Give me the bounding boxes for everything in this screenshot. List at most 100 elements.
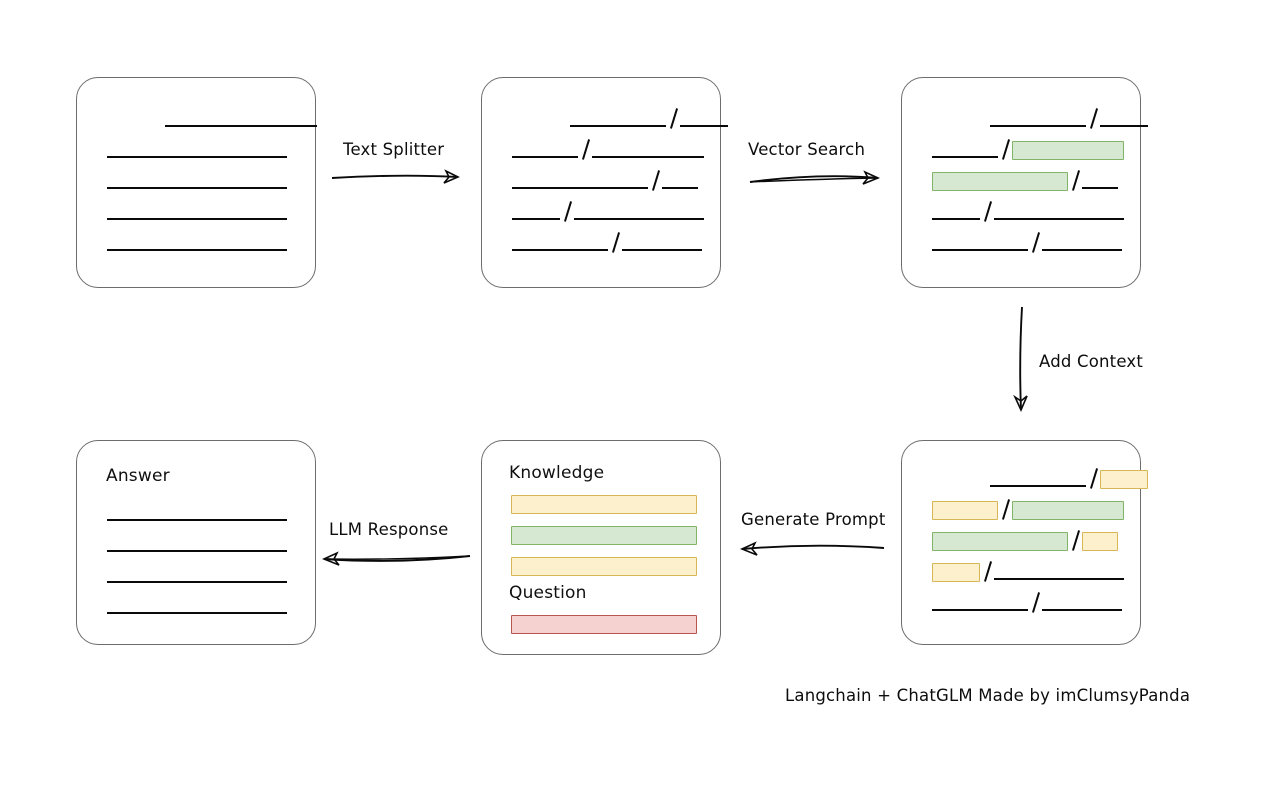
context-chunk-highlight — [932, 562, 980, 582]
node-source-document[interactable] — [76, 77, 317, 288]
knowledge-label: Knowledge — [509, 463, 605, 483]
text-line-segment — [512, 140, 578, 160]
text-line-segment — [990, 109, 1086, 129]
chunk-separator-icon — [578, 140, 592, 160]
diagram-credit: Langchain + ChatGLM Made by imClumsyPand… — [785, 686, 1191, 705]
text-line-segment — [107, 503, 287, 523]
text-line-segment — [592, 140, 704, 160]
edge-llm-response-label: LLM Response — [329, 520, 449, 539]
text-line-segment — [1042, 233, 1122, 253]
context-chunk-highlight — [1100, 469, 1148, 489]
doc-line — [107, 534, 287, 554]
doc-line — [107, 503, 287, 523]
question-label: Question — [509, 583, 587, 603]
doc-line — [107, 109, 317, 129]
doc-line — [932, 202, 1124, 222]
question-bar — [511, 615, 697, 634]
node-split-chunks[interactable] — [481, 77, 728, 288]
edge-add-context: Add Context — [1010, 305, 1170, 425]
chunk-separator-icon — [560, 202, 574, 222]
doc-line — [932, 593, 1122, 613]
text-line-segment — [165, 109, 317, 129]
chunk-separator-icon — [1028, 593, 1042, 613]
context-chunk-highlight — [932, 500, 998, 520]
answer-label: Answer — [106, 466, 170, 486]
node-vector-search-matches[interactable] — [901, 77, 1148, 288]
text-line-segment — [107, 233, 287, 253]
text-line-segment — [107, 565, 287, 585]
text-line-segment — [1082, 171, 1118, 191]
chunk-separator-icon — [648, 171, 662, 191]
text-line-segment — [994, 202, 1124, 222]
doc-line — [932, 562, 1124, 582]
chunk-separator-icon — [608, 233, 622, 253]
node-context-added-chunks[interactable] — [901, 440, 1148, 645]
edge-generate-prompt-label: Generate Prompt — [741, 510, 886, 529]
chunk-separator-icon — [1068, 171, 1082, 191]
chunk-separator-icon — [1028, 233, 1042, 253]
text-line-segment — [107, 140, 287, 160]
knowledge-bar — [511, 526, 697, 545]
chunk-separator-icon — [998, 500, 1012, 520]
doc-line — [932, 469, 1148, 489]
arrow-right-icon — [331, 169, 460, 184]
text-line-segment — [932, 233, 1028, 253]
chunk-separator-icon — [666, 109, 680, 129]
matched-chunk-highlight — [932, 531, 1068, 551]
chunk-separator-icon — [980, 202, 994, 222]
chunk-separator-icon — [998, 140, 1012, 160]
text-line-segment — [570, 109, 666, 129]
matched-chunk-highlight — [932, 171, 1068, 191]
matched-chunk-highlight — [1012, 140, 1124, 160]
text-line-segment — [932, 593, 1028, 613]
arrow-right-icon — [749, 170, 881, 185]
doc-line — [107, 565, 287, 585]
node-generated-prompt[interactable]: Knowledge Question — [481, 440, 721, 655]
doc-line — [932, 531, 1118, 551]
chunk-separator-icon — [1086, 109, 1100, 129]
arrow-down-icon — [1013, 306, 1028, 412]
text-line-segment — [574, 202, 704, 222]
text-line-segment — [622, 233, 702, 253]
doc-line — [932, 140, 1124, 160]
doc-line — [107, 202, 317, 222]
text-line-segment — [932, 202, 980, 222]
text-line-segment — [680, 109, 728, 129]
chunk-separator-icon — [1086, 469, 1100, 489]
edge-generate-prompt: Generate Prompt — [738, 510, 888, 560]
doc-line — [932, 233, 1122, 253]
knowledge-bar — [511, 495, 697, 514]
arrow-left-icon — [739, 541, 885, 556]
edge-add-context-label: Add Context — [1039, 352, 1144, 371]
doc-line — [512, 233, 702, 253]
text-line-segment — [107, 171, 287, 191]
text-line-segment — [994, 562, 1124, 582]
doc-line — [512, 202, 704, 222]
matched-chunk-highlight — [1012, 500, 1124, 520]
text-line-segment — [512, 171, 648, 191]
context-chunk-highlight — [1082, 531, 1118, 551]
edge-vector-search: Vector Search — [748, 140, 893, 190]
knowledge-bar — [511, 557, 697, 576]
text-line-segment — [107, 202, 287, 222]
chunk-separator-icon — [1068, 531, 1082, 551]
text-line-segment — [990, 469, 1086, 489]
text-line-segment — [1042, 593, 1122, 613]
edge-text-splitter: Text Splitter — [330, 140, 475, 190]
doc-line — [932, 500, 1124, 520]
doc-line — [107, 233, 317, 253]
doc-line — [932, 109, 1148, 129]
doc-line — [512, 140, 704, 160]
node-answer-document[interactable]: Answer — [76, 440, 316, 645]
doc-line — [932, 171, 1118, 191]
edge-llm-response: LLM Response — [320, 520, 475, 570]
doc-line — [107, 171, 317, 191]
doc-line — [107, 596, 287, 616]
arrow-left-icon — [321, 551, 471, 566]
text-line-segment — [512, 233, 608, 253]
chunk-separator-icon — [980, 562, 994, 582]
doc-line — [512, 171, 698, 191]
text-line-segment — [662, 171, 698, 191]
doc-line — [512, 109, 728, 129]
